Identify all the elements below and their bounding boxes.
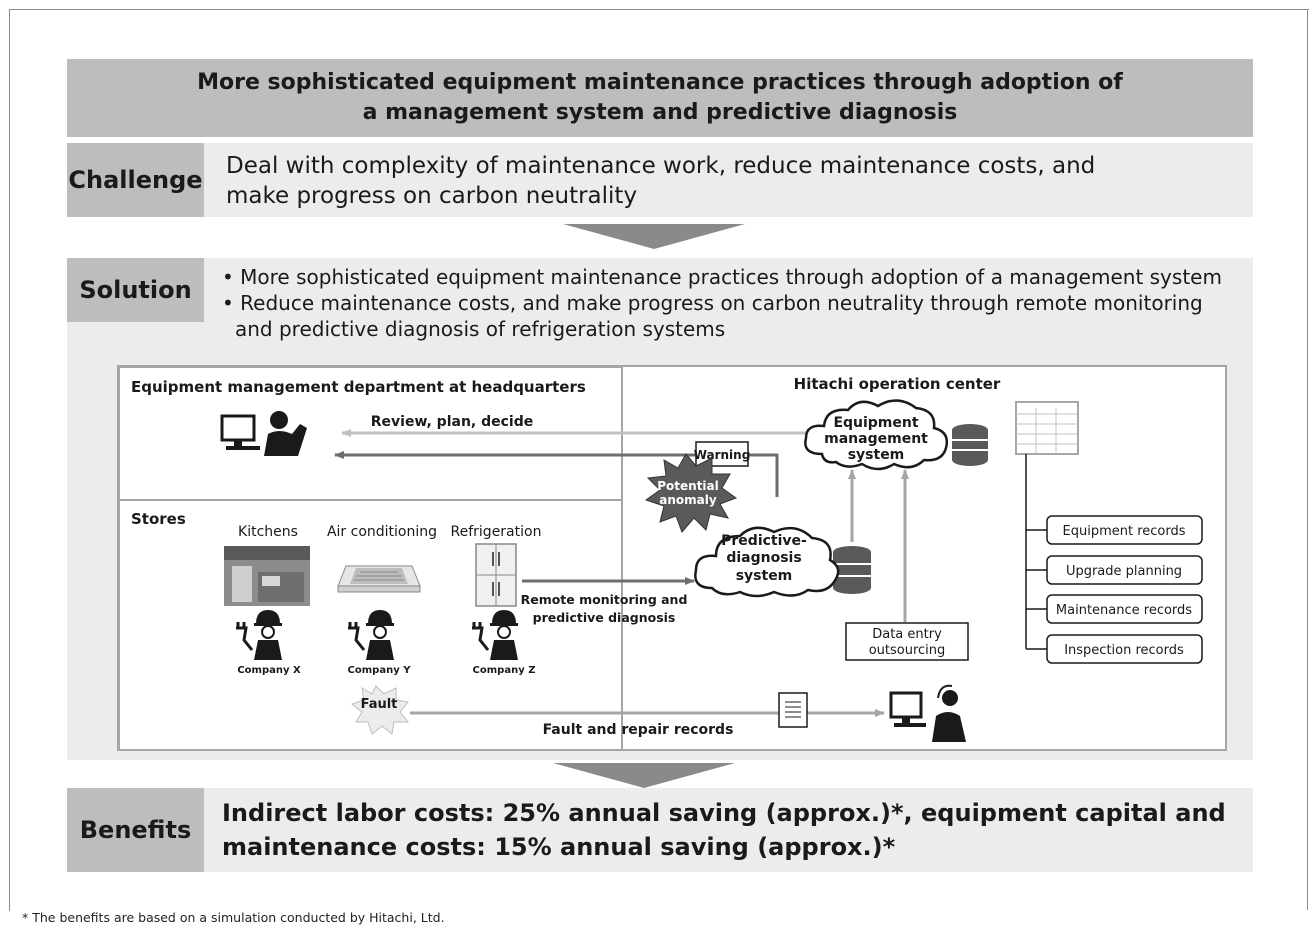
warning-label: Warning [694,448,751,462]
record-equipment: Equipment records [1063,524,1186,539]
benefits-text: Indirect labor costs: 25% annual saving … [222,796,1242,864]
benefits-band [67,788,1253,872]
refrigerator-image [475,543,517,607]
air-conditioner-image [337,565,421,593]
warning-arrow [334,451,779,497]
company-z: Company Z [473,665,536,676]
title-line-1: More sophisticated equipment maintenance… [197,70,1123,95]
remote-line-2: predictive diagnosis [533,610,676,625]
records-box-2 [1046,555,1203,585]
worker-icon-z [472,610,518,660]
record-inspection: Inspection records [1064,643,1184,658]
pds-cloud [694,526,840,598]
records-box-3 [1046,594,1203,624]
challenge-line-1: Deal with complexity of maintenance work… [226,153,1096,179]
review-label: Review, plan, decide [371,414,533,430]
worker-icon-y [348,610,394,660]
kitchen-image [224,546,310,606]
anomaly-burst [644,453,738,533]
pds-line-3: system [736,568,793,584]
spreadsheet-icon [1015,401,1079,455]
ems-database-icon [952,424,988,466]
benefits-line-2: maintenance costs: 15% annual saving (ap… [222,833,896,861]
down-arrow-1 [563,224,745,249]
benefits-label: Benefits [67,788,204,872]
challenge-label: Challenge [67,143,204,217]
worker-icon-x [236,610,282,660]
remote-line-1: Remote monitoring and [521,592,688,607]
records-tree [1025,454,1047,650]
solution-text: • More sophisticated equipment maintenan… [222,264,1252,342]
record-upgrade: Upgrade planning [1066,564,1182,579]
ems-line-1: Equipment [833,415,918,431]
document-icon [778,692,808,728]
solution-bullet-2-line-1: • Reduce maintenance costs, and make pro… [222,291,1203,315]
down-arrow-2 [553,763,735,788]
center-title: Hitachi operation center [794,375,1001,393]
ems-line-2: management [824,431,928,447]
hq-title: Equipment management department at headq… [131,378,586,396]
solution-label: Solution [67,258,204,322]
records-box-1 [1046,515,1203,545]
company-y: Company Y [348,665,412,676]
record-maintenance: Maintenance records [1056,603,1192,618]
solution-bullet-2-line-2: and predictive diagnosis of refrigeratio… [235,317,726,341]
anomaly-line-1: Potential [657,479,719,493]
category-kitchens: Kitchens [238,524,298,540]
fault-burst [350,685,410,735]
data-entry-line-2: outsourcing [869,643,946,658]
category-refrigeration: Refrigeration [451,524,542,540]
ems-cloud [804,399,948,471]
pds-line-1: Predictive- [721,533,807,549]
page-title: More sophisticated equipment maintenance… [67,59,1253,137]
hq-computer-user-icon [220,411,307,456]
pds-line-2: diagnosis [726,550,801,566]
challenge-line-2: make progress on carbon neutrality [226,183,638,209]
solution-bullet-1: • More sophisticated equipment maintenan… [222,265,1222,289]
company-x: Company X [237,665,301,676]
fault-label: Fault [361,697,398,712]
category-air-conditioning: Air conditioning [327,524,437,540]
data-entry-box [845,622,969,661]
records-box-4 [1046,634,1203,664]
anomaly-line-2: anomaly [659,493,717,507]
footnote: * The benefits are based on a simulation… [22,910,445,925]
outer-frame [9,9,1309,911]
operator-computer-icon [889,684,966,742]
outer-frame-right [1307,9,1308,910]
data-entry-line-1: Data entry [872,627,942,642]
challenge-band [67,143,1253,217]
benefits-line-1: Indirect labor costs: 25% annual saving … [222,799,1226,827]
stores-title: Stores [131,510,186,528]
fault-repair-label: Fault and repair records [543,722,734,738]
title-line-2: a management system and predictive diagn… [362,100,958,125]
challenge-text: Deal with complexity of maintenance work… [226,151,1236,211]
ems-line-3: system [848,447,905,463]
